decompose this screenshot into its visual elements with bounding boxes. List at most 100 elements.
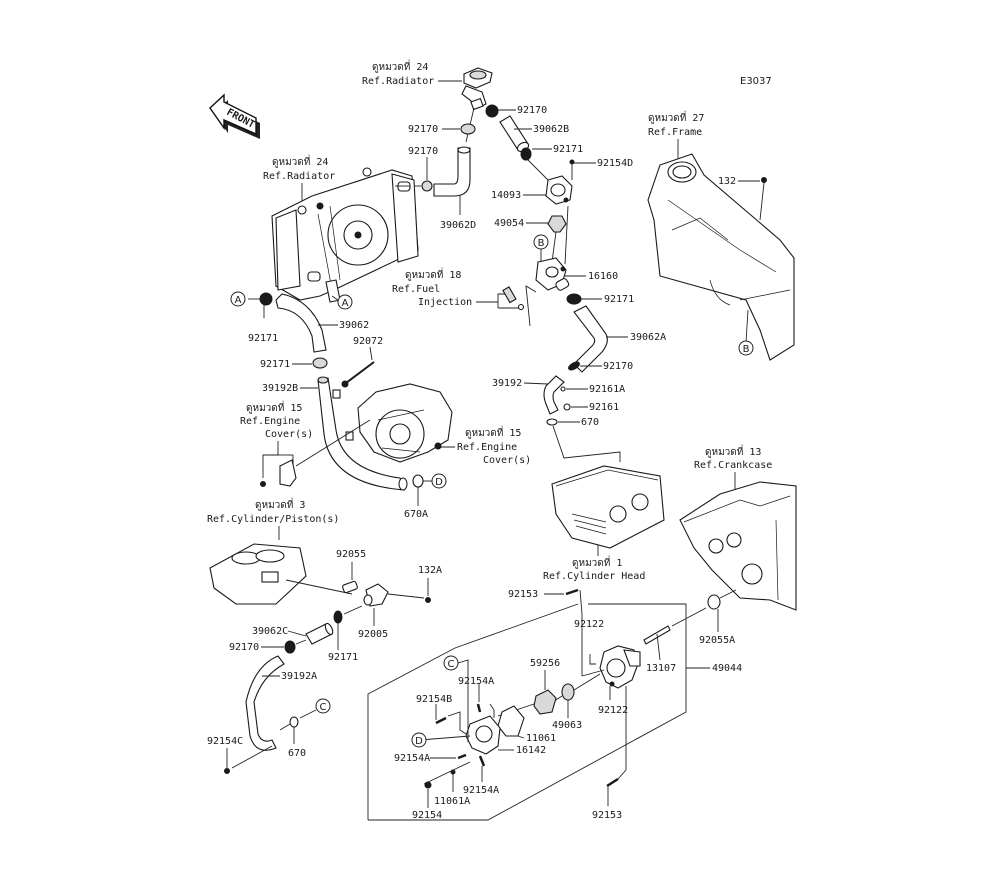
part-label[interactable]: 92170 [408, 124, 438, 135]
pipe-92153-b [606, 686, 627, 806]
part-label[interactable]: 92170 [229, 642, 259, 653]
part-label[interactable]: 92171 [248, 333, 278, 344]
part-label[interactable]: 92055A [699, 635, 735, 646]
seal-49063 [561, 673, 601, 718]
svg-text:C: C [448, 659, 455, 670]
part-label[interactable]: 39192A [281, 671, 317, 682]
part-label[interactable]: 39062 [339, 320, 369, 331]
svg-text:D: D [435, 477, 443, 488]
pipe-39192A [245, 655, 285, 751]
part-label[interactable]: 92153 [508, 589, 538, 600]
part-label[interactable]: 92154C [207, 736, 243, 747]
svg-text:Ref.Crankcase: Ref.Crankcase [694, 460, 772, 471]
hose-39062C [305, 622, 334, 645]
svg-text:ดูหมวดที่ 18: ดูหมวดที่ 18 [405, 267, 461, 281]
water-pump-body [581, 645, 641, 700]
part-label[interactable]: 92154A [394, 753, 430, 764]
bolt-92154C [224, 745, 273, 774]
part-label[interactable]: 14093 [491, 190, 521, 201]
callout-d-pump: D [411, 732, 427, 748]
part-label[interactable]: 39062C [252, 626, 288, 637]
bolt-92154A-b [430, 753, 467, 760]
part-label[interactable]: 92154B [416, 694, 452, 705]
part-label[interactable]: 92171 [328, 652, 358, 663]
clamp-92171-d [312, 357, 328, 369]
part-label[interactable]: 92154A [463, 785, 499, 796]
part-label[interactable]: 39062D [440, 220, 476, 231]
bolt-92154 [424, 781, 432, 808]
callout-b-frame: B [738, 340, 754, 356]
part-label[interactable]: 59256 [530, 658, 560, 669]
pump-cover-16142 [465, 715, 514, 755]
shaft-13107 [643, 607, 707, 661]
part-label[interactable]: 670 [288, 748, 306, 759]
part-label[interactable]: 92122 [574, 619, 604, 630]
part-label[interactable]: 92170 [603, 361, 633, 372]
clamp-92170-d [568, 361, 580, 371]
oring-670-b [279, 709, 317, 744]
svg-text:ดูหมวดที่ 1: ดูหมวดที่ 1 [572, 555, 622, 569]
svg-text:Ref.Frame: Ref.Frame [648, 127, 702, 138]
svg-text:ดูหมวดที่ 15: ดูหมวดที่ 15 [246, 400, 302, 414]
thermostat-49054 [547, 215, 567, 263]
part-label[interactable]: 11061 [526, 733, 556, 744]
part-label[interactable]: 132 [718, 176, 736, 187]
part-label[interactable]: 92055 [336, 549, 366, 560]
part-label[interactable]: 92005 [358, 629, 388, 640]
svg-text:ดูหมวดที่ 3: ดูหมวดที่ 3 [255, 497, 305, 511]
cylinder-block [209, 543, 353, 605]
callout-b-thermostat: B [533, 234, 549, 262]
part-label[interactable]: 92170 [408, 146, 438, 157]
clamp-92170-a [485, 104, 499, 118]
bolt-92154B [435, 704, 467, 735]
bolt-92153-a [544, 588, 583, 654]
part-label[interactable]: 39062B [533, 124, 569, 135]
hose-39062 [275, 293, 327, 353]
part-label[interactable]: 39062A [630, 332, 666, 343]
svg-text:ดูหมวดที่ 27: ดูหมวดที่ 27 [648, 110, 704, 124]
svg-text:D: D [415, 736, 423, 747]
part-label[interactable]: 92122 [598, 705, 628, 716]
svg-text:Cover(s): Cover(s) [265, 429, 313, 440]
part-label[interactable]: 39192B [262, 383, 298, 394]
part-label[interactable]: 49054 [494, 218, 524, 229]
part-label[interactable]: 16142 [516, 745, 546, 756]
clamp-92171-b [566, 293, 582, 305]
svg-text:ดูหมวดที่ 24: ดูหมวดที่ 24 [272, 154, 328, 168]
oring-92055A [707, 589, 737, 632]
svg-text:ดูหมวดที่ 15: ดูหมวดที่ 15 [465, 425, 521, 439]
hose-39062D [433, 107, 475, 197]
ref-engine-cover-left: ดูหมวดที่ 15 Ref.Engine Cover(s) [240, 400, 313, 478]
part-label[interactable]: 670A [404, 509, 428, 520]
part-label[interactable]: 92170 [517, 105, 547, 116]
part-label[interactable]: 92161A [589, 384, 625, 395]
part-label[interactable]: 92171 [604, 294, 634, 305]
part-label[interactable]: 92154D [597, 158, 633, 169]
temp-sensor [502, 285, 537, 327]
front-arrow-icon: FRONT [209, 93, 260, 139]
part-label[interactable]: 670 [581, 417, 599, 428]
bolt-92154A-a [476, 684, 495, 718]
part-label[interactable]: 16160 [588, 271, 618, 282]
part-label[interactable]: 49063 [552, 720, 582, 731]
part-label[interactable]: 92171 [553, 144, 583, 155]
bolt-92072 [341, 361, 375, 388]
svg-text:Cover(s): Cover(s) [483, 455, 531, 466]
part-label[interactable]: 92154A [458, 676, 494, 687]
part-label[interactable]: 92171 [260, 359, 290, 370]
clamp-92170-b [460, 123, 476, 135]
part-label[interactable]: 11061A [434, 796, 470, 807]
svg-text:ดูหมวดที่ 13: ดูหมวดที่ 13 [705, 444, 761, 458]
part-label[interactable]: 92072 [353, 336, 383, 347]
pipe-39192B [317, 376, 408, 491]
svg-text:Injection: Injection [418, 297, 472, 308]
part-label[interactable]: 92154 [412, 810, 442, 821]
part-label[interactable]: 13107 [646, 663, 676, 674]
part-label[interactable]: 92153 [592, 810, 622, 821]
part-label[interactable]: 39192 [492, 378, 522, 389]
part-label[interactable]: 132A [418, 565, 442, 576]
bolt-92154A-c [478, 755, 486, 782]
clamp-92171-e [333, 605, 363, 650]
part-label[interactable]: 92161 [589, 402, 619, 413]
part-label[interactable]: 49044 [712, 663, 742, 674]
